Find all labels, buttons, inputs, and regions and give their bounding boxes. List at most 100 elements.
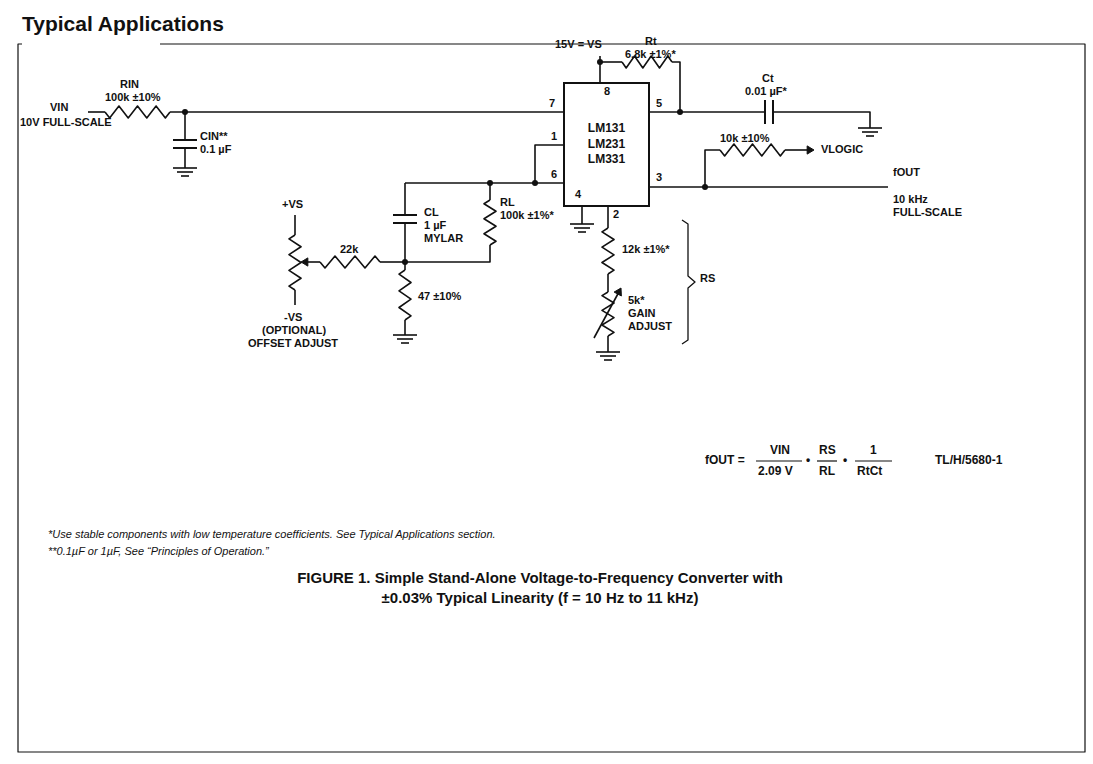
wire bbox=[404, 183, 406, 215]
wire bbox=[600, 61, 622, 63]
wire bbox=[184, 148, 186, 168]
arrow-head bbox=[301, 258, 308, 266]
component-label: (OPTIONAL) bbox=[262, 324, 326, 337]
arrow-head bbox=[807, 146, 814, 154]
fraction-bar bbox=[756, 460, 802, 461]
figure-caption: FIGURE 1. Simple Stand-Alone Voltage-to-… bbox=[275, 568, 805, 607]
pin-number: 7 bbox=[549, 97, 555, 110]
component-label: 1 µF bbox=[424, 219, 446, 232]
capacitor-symbol bbox=[393, 214, 417, 216]
component-label: 10k ±10% bbox=[720, 132, 769, 145]
pin-number: 4 bbox=[575, 188, 581, 201]
wire bbox=[607, 274, 609, 292]
capacitor-symbol bbox=[173, 139, 197, 141]
wire bbox=[380, 261, 405, 263]
component-label: FULL-SCALE bbox=[893, 206, 962, 219]
ground-symbol bbox=[862, 131, 878, 133]
wire bbox=[672, 62, 680, 112]
component-label: 5k* bbox=[628, 294, 645, 307]
formula-term: RS bbox=[819, 444, 836, 458]
component-label: 6.8k ±1%* bbox=[625, 48, 676, 61]
component-label: 0.01 µF* bbox=[745, 85, 787, 98]
footnote: *Use stable components with low temperat… bbox=[48, 528, 496, 541]
ground-symbol bbox=[596, 351, 620, 353]
ground-symbol bbox=[397, 338, 413, 340]
adjust-arrow bbox=[594, 290, 620, 338]
component-label: -VS bbox=[284, 311, 302, 324]
resistor-symbol bbox=[289, 235, 301, 290]
formula-term: 2.09 V bbox=[758, 465, 793, 479]
resistor-symbol bbox=[602, 228, 614, 274]
wire bbox=[404, 320, 406, 335]
component-label: 0.1 µF bbox=[200, 143, 231, 156]
wire bbox=[607, 336, 609, 352]
wire bbox=[405, 182, 563, 184]
pin-number: 3 bbox=[656, 171, 662, 184]
formula-term: RtCt bbox=[857, 465, 882, 479]
arrow-head bbox=[614, 288, 621, 296]
wire bbox=[773, 112, 870, 128]
wire bbox=[294, 290, 296, 305]
component-label: 10V FULL-SCALE bbox=[20, 116, 112, 129]
pin-number: 6 bbox=[551, 168, 557, 181]
wire bbox=[705, 150, 720, 187]
component-label: Rt bbox=[645, 35, 657, 48]
component-label: fOUT bbox=[893, 166, 920, 179]
ground-symbol bbox=[574, 227, 590, 229]
component-label: 100k ±10% bbox=[105, 91, 161, 104]
wire bbox=[607, 207, 609, 228]
component-label: RL bbox=[500, 196, 515, 209]
wire bbox=[650, 186, 888, 188]
wire bbox=[489, 183, 491, 200]
ground-symbol bbox=[600, 355, 616, 357]
capacitor-symbol bbox=[764, 100, 766, 124]
pin-number: 2 bbox=[613, 208, 619, 221]
component-label: RS bbox=[700, 272, 715, 285]
wire bbox=[404, 262, 406, 270]
wire bbox=[581, 207, 583, 224]
component-label: VLOGIC bbox=[821, 143, 863, 156]
resistor-symbol bbox=[320, 256, 380, 268]
component-label: 15V = VS bbox=[555, 38, 602, 51]
component-label: 12k ±1%* bbox=[622, 243, 670, 256]
formula-term: • bbox=[806, 454, 810, 468]
component-label: 22k bbox=[340, 243, 358, 256]
ground-symbol bbox=[604, 359, 612, 361]
brace bbox=[682, 220, 695, 344]
ground-symbol bbox=[173, 167, 197, 169]
formula-term: • bbox=[843, 454, 847, 468]
wire bbox=[535, 145, 563, 183]
resistor-symbol bbox=[399, 270, 411, 320]
component-label: GAIN bbox=[628, 307, 656, 320]
ground-symbol bbox=[866, 135, 874, 137]
resistor-symbol bbox=[602, 292, 614, 336]
ground-symbol bbox=[570, 223, 594, 225]
footnote: **0.1µF or 1µF, See “Principles of Opera… bbox=[48, 545, 269, 558]
wire bbox=[170, 111, 563, 113]
pin-number: 1 bbox=[551, 130, 557, 143]
component-label: OFFSET ADJUST bbox=[248, 337, 338, 350]
component-label: CIN** bbox=[200, 130, 228, 143]
resistor-symbol bbox=[484, 200, 496, 245]
wire bbox=[294, 215, 296, 235]
frame-border bbox=[18, 44, 1085, 752]
component-label: 10 kHz bbox=[893, 193, 928, 206]
wire bbox=[650, 111, 765, 113]
resistor-symbol bbox=[720, 144, 785, 156]
ground-symbol bbox=[578, 231, 586, 233]
component-label: +VS bbox=[282, 198, 303, 211]
component-label: VIN bbox=[50, 101, 68, 114]
component-label: RIN bbox=[120, 78, 139, 91]
wire bbox=[405, 245, 490, 262]
component-label: Ct bbox=[762, 72, 774, 85]
component-label: ADJUST bbox=[628, 320, 672, 333]
pin-number: 5 bbox=[656, 97, 662, 110]
part-number: LM131 LM231 LM331 bbox=[584, 121, 630, 168]
ground-symbol bbox=[858, 127, 882, 129]
fraction-bar bbox=[855, 460, 892, 461]
formula-term: 1 bbox=[870, 444, 877, 458]
ground-symbol bbox=[181, 175, 189, 177]
ground-symbol bbox=[393, 334, 417, 336]
component-label: 100k ±1%* bbox=[500, 209, 554, 222]
